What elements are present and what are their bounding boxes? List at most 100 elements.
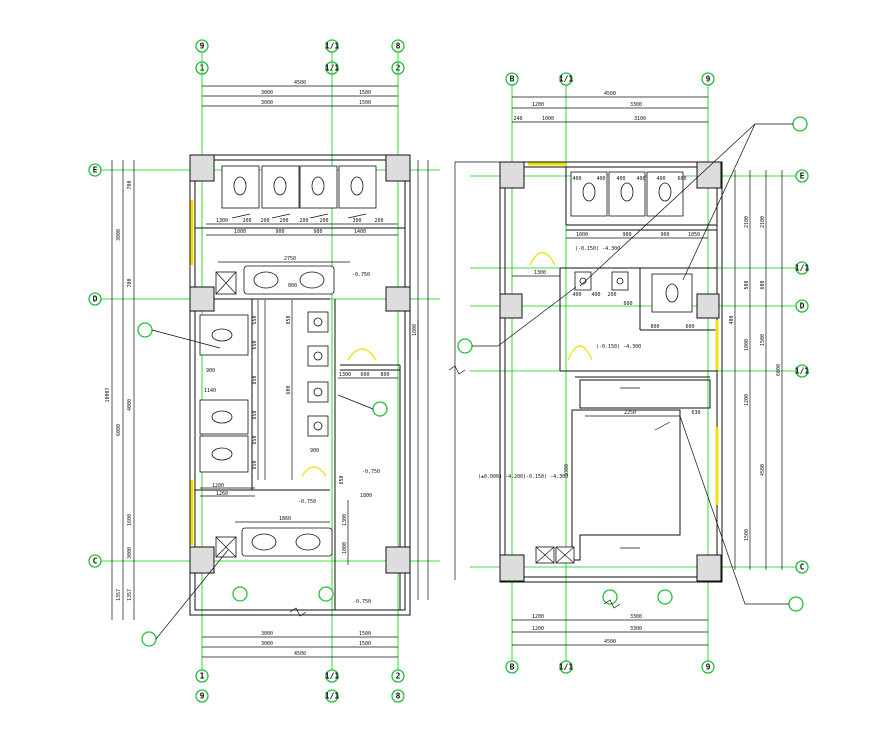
elevation-label: -0.750 — [353, 599, 371, 605]
axis-label: 1/1 — [559, 663, 574, 672]
left-right-dims: 1300 600 800 -0.750 1800 850 — [338, 372, 398, 499]
dim-text: 2750 — [284, 256, 296, 262]
left-plan: 9 1 1/1 1/1 8 2 1 9 1/1 1/1 2 8 E D C — [88, 39, 440, 703]
dim-text: 1500 — [359, 90, 371, 96]
right-walls — [454, 161, 723, 583]
dim-text: 1000 — [744, 339, 750, 351]
dim-text: 800 — [650, 324, 659, 330]
dim-text: 850 — [252, 375, 258, 384]
axis-label: 1/1 — [559, 75, 574, 84]
dim-text: 3000 — [261, 90, 273, 96]
dim-text: 1600 — [127, 514, 133, 526]
dim-text: 400 — [656, 176, 665, 182]
axis-label: B — [510, 663, 515, 672]
dim-text: 3000 — [261, 641, 273, 647]
dim-text: 900 — [310, 448, 319, 454]
axis-label: 9 — [706, 663, 711, 672]
dim-text: 1357 — [127, 589, 133, 601]
dim-text: 850 — [252, 435, 258, 444]
dim-text: 4500 — [760, 464, 766, 476]
dim-text: 1500 — [359, 641, 371, 647]
dim-text: 400 — [572, 292, 581, 298]
dim-text: 1800 — [412, 324, 418, 336]
dim-text: 1500 — [359, 100, 371, 106]
dim-text: 200 — [260, 218, 269, 224]
dim-text: 3000 — [261, 631, 273, 637]
dim-text: 1500 — [744, 529, 750, 541]
axis-label: C — [93, 557, 98, 566]
dim-text: 200 — [279, 218, 288, 224]
dim-text: 600 — [623, 301, 632, 307]
dim-text: 600 — [685, 324, 694, 330]
dim-overall: 4500 — [294, 651, 306, 657]
dim-text: 1000 — [542, 116, 554, 122]
axis-label: 9 — [200, 692, 205, 701]
dim-text: 200 — [607, 292, 616, 298]
dim-text: 1500 — [760, 334, 766, 346]
dim-text: 3300 — [630, 614, 642, 620]
dim-text: 400 — [616, 176, 625, 182]
dim-text: 3000 — [127, 547, 133, 559]
dim-text: 1300 — [342, 514, 348, 526]
dim-text: 4000 — [127, 399, 133, 411]
dim-text: 900 — [313, 229, 322, 235]
axis-label: 9 — [706, 75, 711, 84]
dim-text: 900 — [275, 229, 284, 235]
dim-text: 800 — [288, 283, 297, 289]
dim-text: 400 — [572, 176, 581, 182]
dim-text: 700 — [127, 278, 133, 287]
dim-text: 900 — [622, 232, 631, 238]
left-bottom-dims: 3000 1500 3000 1500 4500 — [202, 631, 398, 658]
left-walls — [189, 154, 429, 616]
dim-text: 850 — [286, 315, 292, 324]
right-bottom-axis-bubbles: B 1/1 9 — [505, 660, 715, 674]
right-middle-section: (-0.150) -4.300 2250 630 (±0.000) -4.200… — [478, 344, 701, 564]
left-bottom-axis-bubbles: 1 9 1/1 1/1 2 8 — [195, 669, 405, 703]
dim-text: 850 — [252, 410, 258, 419]
dim-text: 2100 — [760, 216, 766, 228]
dim-overall: 4500 — [604, 91, 616, 97]
right-urinals-section: 1300 400 400 200 600 800 600 — [512, 251, 708, 331]
dim-overall: 4500 — [294, 80, 306, 86]
elevation-label: -0.750 — [352, 272, 370, 278]
dim-text: 200 — [299, 218, 308, 224]
axis-label: 1 — [200, 672, 205, 681]
right-plan: B 1/1 9 B 1/1 9 E 1/1 D 1/1 C — [454, 72, 810, 674]
dim-text: 3300 — [564, 464, 570, 476]
dim-text: 1140 — [204, 388, 216, 394]
dim-text: 1000 — [576, 232, 588, 238]
dim-text: 400 — [591, 292, 600, 298]
axis-label: 1/1 — [325, 672, 340, 681]
dim-text: 1500 — [359, 631, 371, 637]
axis-label: C — [800, 563, 805, 572]
dim-text: 3000 — [116, 229, 122, 241]
left-side-toilets: 900 1140 — [199, 314, 249, 473]
left-door-swing: 1800 — [301, 320, 419, 477]
left-top-dims: 4500 3000 1500 3000 1500 — [202, 80, 398, 107]
dim-text: 400 — [596, 176, 605, 182]
dim-text: 200 — [374, 218, 383, 224]
dim-text: 600 — [360, 372, 369, 378]
dim-text: 10007 — [105, 387, 111, 402]
dim-text: 3300 — [630, 626, 642, 632]
right-side-dims: 2100 2100 500 600 400 1000 1200 1500 450… — [729, 170, 783, 570]
dim-text: 300 — [352, 218, 361, 224]
elevation-label: -0.750 — [362, 469, 380, 475]
dim-text: 1200 — [532, 626, 544, 632]
dim-text: 1200 — [532, 102, 544, 108]
left-lower-section: 1200 1260 -0.750 1860 1300 1000 -0.750 — [200, 483, 371, 605]
axis-label: 8 — [396, 42, 401, 51]
right-stalls: 400 400 400 400 400 600 1000 900 900 105… — [566, 171, 708, 252]
dim-text: 240 — [513, 116, 522, 122]
break-marks — [289, 365, 621, 617]
axis-label: 2 — [396, 672, 401, 681]
axis-label: 1/1 — [325, 692, 340, 701]
dim-text: 1000 — [342, 542, 348, 554]
dim-text: 200 — [242, 218, 251, 224]
dim-text: 1200 — [532, 614, 544, 620]
dim-text: 900 — [660, 232, 669, 238]
axis-label: 1/1 — [795, 264, 810, 273]
dim-text: 1050 — [688, 232, 700, 238]
right-top-dims: 4500 1200 3300 240 1000 3100 — [512, 91, 708, 123]
dim-text: 650 — [252, 315, 258, 324]
